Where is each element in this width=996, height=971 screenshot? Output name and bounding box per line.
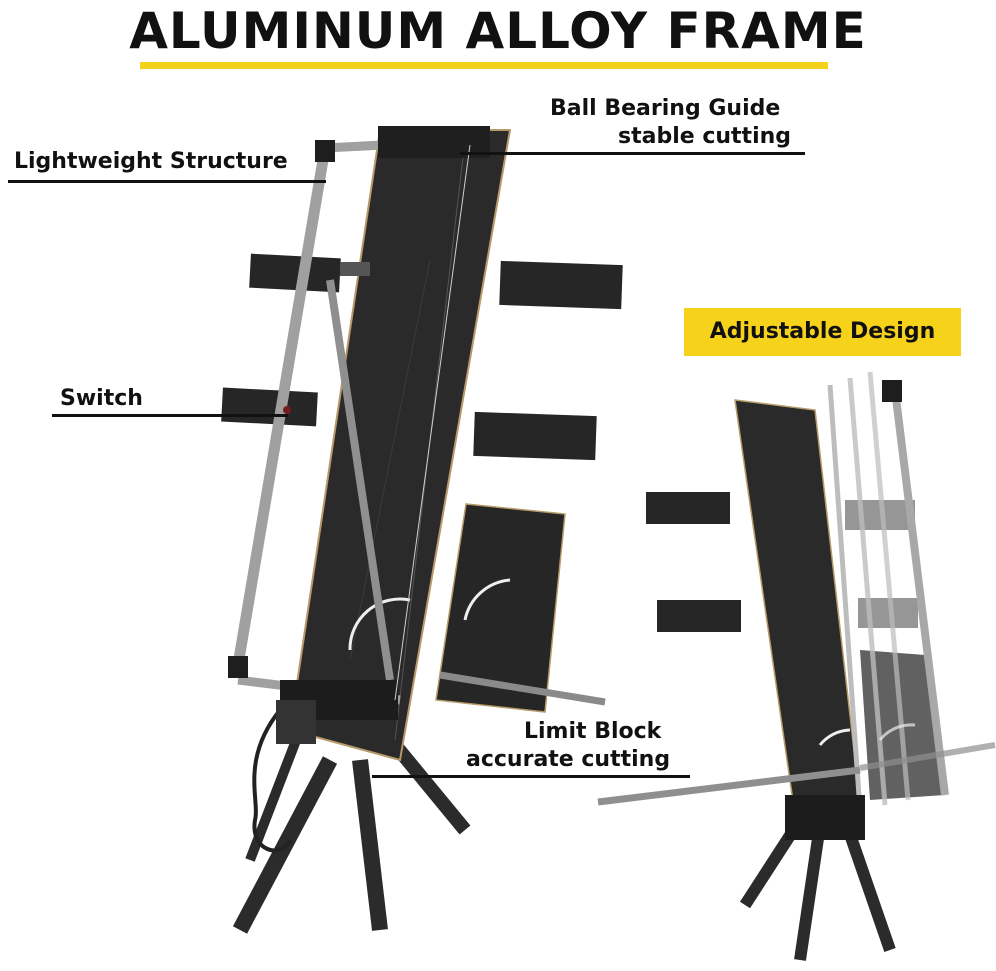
callout-ball-bearing-line1: Ball Bearing Guide: [550, 96, 781, 121]
callout-switch: Switch: [60, 386, 143, 411]
callout-switch-leader: [52, 414, 288, 417]
adjustable-machine: [597, 371, 996, 961]
callout-lightweight-leader: [8, 180, 326, 183]
adjustable-design-badge: Adjustable Design: [684, 308, 961, 356]
callout-limit-leader: [372, 775, 690, 778]
callout-ball-bearing-leader: [460, 152, 805, 155]
callout-lightweight: Lightweight Structure: [14, 149, 288, 174]
callout-ball-bearing-line2: stable cutting: [618, 124, 792, 149]
page-title: ALUMINUM ALLOY FRAME: [129, 2, 867, 60]
callout-limit-line2: accurate cutting: [466, 747, 671, 772]
title-underline: [140, 62, 828, 69]
callout-limit-line1: Limit Block: [524, 719, 662, 744]
main-machine: [221, 126, 623, 934]
